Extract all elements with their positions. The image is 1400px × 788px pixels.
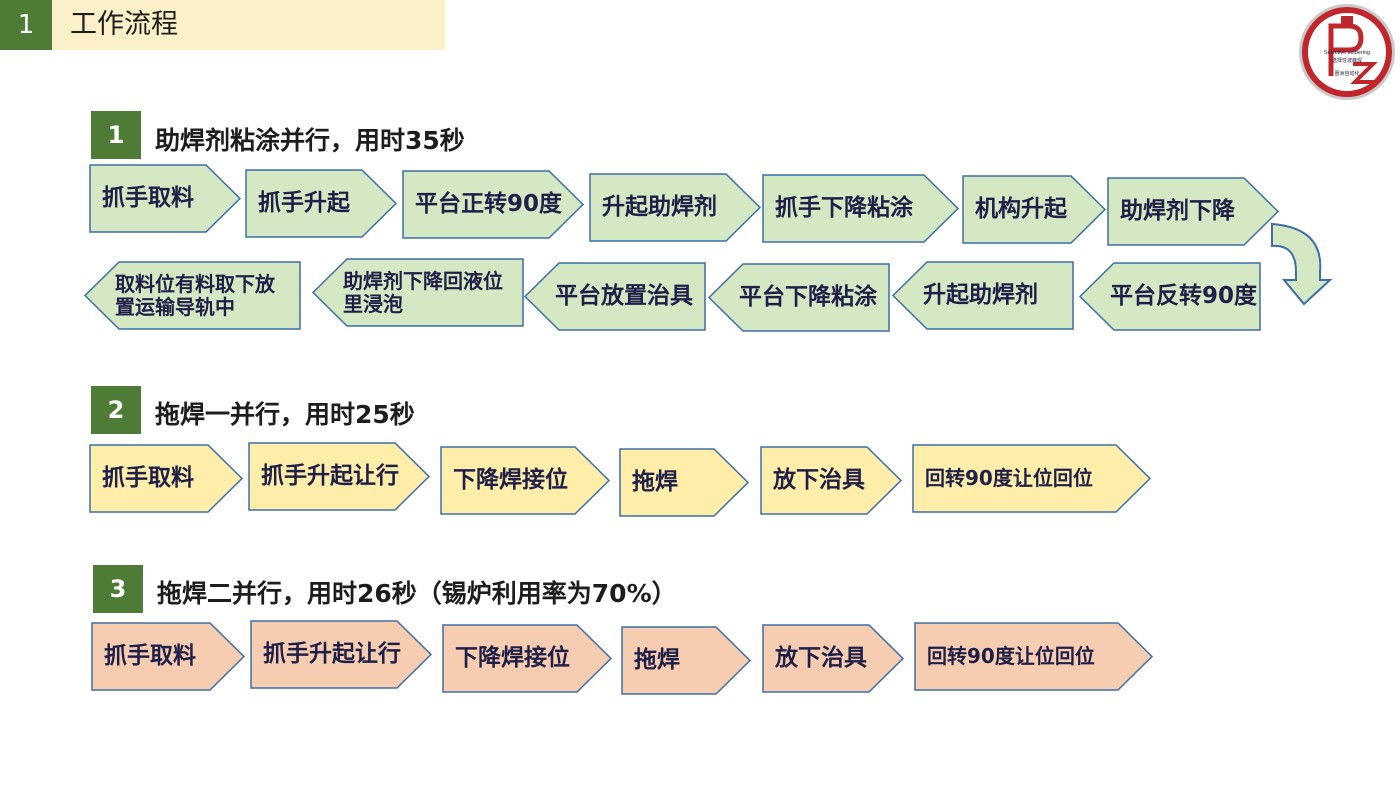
s1-row1-step-4: 升起助焊剂 [589,173,762,242]
step-label: 回转90度让位回位 [925,466,1093,490]
u-turn-arrow [1271,222,1333,306]
step-label: 助焊剂下降 [1120,198,1235,225]
step-label: 平台放置治具 [555,283,693,310]
step-arrow-shape [440,446,611,515]
header-number: 1 [0,0,52,50]
s1-row2-step-1: 平台反转90度 [1078,262,1261,331]
s1-row1-step-6: 机构升起 [962,175,1107,244]
s1-row2-step-3: 平台下降粘涂 [707,263,890,332]
step-label: 升起助焊剂 [602,194,717,221]
step-label: 抓手取料 [102,185,194,212]
s1-row1-step-7: 助焊剂下降 [1107,177,1280,246]
step-arrow-shape [83,261,301,330]
step-label: 升起助焊剂 [923,282,1038,309]
step-label: 平台下降粘涂 [739,284,877,311]
s2-step-5: 放下治具 [760,446,903,515]
section-2-number: 2 [91,386,141,434]
section-1-number: 1 [91,111,141,159]
step-label: 拖焊 [632,469,678,496]
step-label: 抓手升起让行 [263,641,401,668]
step-label: 放下治具 [775,645,867,672]
step-arrow-shape [912,444,1152,513]
step-label: 回转90度让位回位 [927,644,1095,668]
step-label: 抓手下降粘涂 [775,195,913,222]
s1-row2-step-6: 取料位有料取下放置运输导轨中 [83,261,301,330]
s3-step-3: 下降焊接位 [442,624,613,693]
step-arrow-shape [89,164,242,233]
step-arrow-shape [245,169,398,238]
step-arrow-shape [589,173,762,242]
s1-row1-step-3: 平台正转90度 [402,170,585,239]
s3-step-4: 拖焊 [621,626,752,695]
s2-step-3: 下降焊接位 [440,446,611,515]
s3-step-1: 抓手取料 [91,622,246,691]
s1-row1-step-5: 抓手下降粘涂 [762,174,960,243]
step-arrow-shape [248,442,431,511]
step-label: 下降焊接位 [455,645,570,672]
logo-text-cn: 选择性波峰焊 [1332,57,1362,64]
step-label: 机构升起 [975,196,1067,223]
step-arrow-shape [442,624,613,693]
step-label: 下降焊接位 [453,467,568,494]
header-bar [52,0,445,50]
step-arrow-shape [762,174,960,243]
step-arrow-shape [402,170,585,239]
s2-step-1: 抓手取料 [89,444,244,513]
step-label: 抓手取料 [102,465,194,492]
step-label: 取料位有料取下放置运输导轨中 [115,271,275,319]
step-arrow-shape [962,175,1107,244]
s1-row2-step-4: 平台放置治具 [523,262,706,331]
section-1-title: 助焊剂粘涂并行，用时35秒 [155,126,465,155]
step-label: 平台正转90度 [415,191,563,218]
s1-row1-step-2: 抓手升起 [245,169,398,238]
company-logo: Selective soldering 选择性波峰焊 晋洲自动化 [1299,4,1395,100]
step-label: 助焊剂下降回液位里浸泡 [343,268,503,316]
s2-step-6: 回转90度让位回位 [912,444,1152,513]
logo-text-en: Selective soldering [1324,50,1370,56]
step-arrow-shape [311,258,524,327]
step-arrow-shape [621,626,752,695]
step-arrow-shape [1107,177,1280,246]
s1-row1-step-1: 抓手取料 [89,164,242,233]
step-label: 抓手取料 [104,643,196,670]
step-arrow-shape [891,261,1074,330]
step-label: 拖焊 [634,647,680,674]
step-arrow-shape [760,446,903,515]
logo-text-bottom: 晋洲自动化 [1334,70,1359,77]
step-arrow-shape [619,448,750,517]
step-arrow-shape [707,263,890,332]
step-arrow-shape [523,262,706,331]
step-arrow-shape [762,624,905,693]
section-3-number: 3 [93,565,143,613]
s1-row2-step-2: 升起助焊剂 [891,261,1074,330]
step-label: 抓手升起 [258,190,350,217]
page-title: 工作流程 [70,9,178,40]
step-label: 抓手升起让行 [261,463,399,490]
step-label: 放下治具 [773,467,865,494]
step-arrow-shape [91,622,246,691]
step-arrow-shape [1078,262,1261,331]
step-arrow-shape [89,444,244,513]
s2-step-2: 抓手升起让行 [248,442,431,511]
s2-step-4: 拖焊 [619,448,750,517]
s3-step-5: 放下治具 [762,624,905,693]
step-label: 平台反转90度 [1110,283,1258,310]
s3-step-6: 回转90度让位回位 [914,622,1154,691]
step-arrow-shape [914,622,1154,691]
section-2-title: 拖焊一并行，用时25秒 [155,400,415,429]
s3-step-2: 抓手升起让行 [250,620,433,689]
s1-row2-step-5: 助焊剂下降回液位里浸泡 [311,258,524,327]
section-3-title: 拖焊二并行，用时26秒（锡炉利用率为70%） [157,579,677,608]
step-arrow-shape [250,620,433,689]
